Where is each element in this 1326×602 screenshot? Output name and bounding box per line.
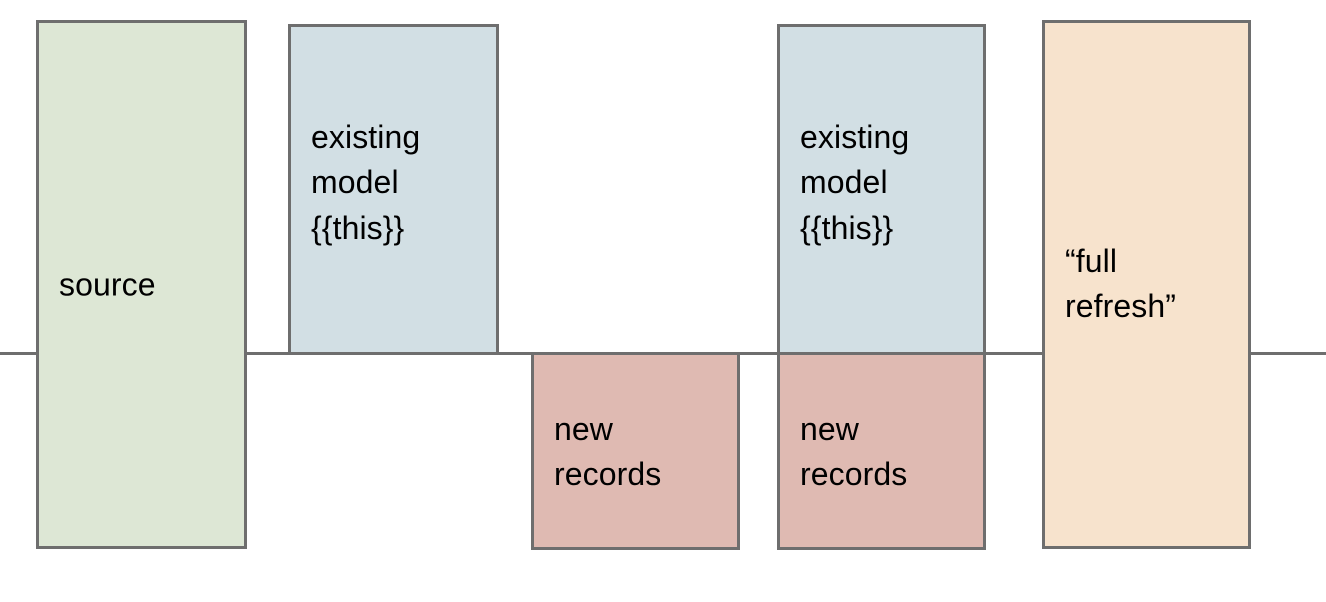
box-full-refresh[interactable]: “full refresh” [1042,20,1251,549]
box-new-records-2-label: new records [800,411,908,493]
box-full-refresh-label: “full refresh” [1065,243,1177,325]
box-existing-model-2[interactable]: existing model {{this}} [777,24,986,355]
box-existing-model-1-label: existing model {{this}} [311,119,421,246]
box-source[interactable]: source [36,20,247,549]
box-source-label: source [59,265,156,302]
box-existing-model-2-label: existing model {{this}} [800,119,910,246]
box-new-records-1-label: new records [554,411,662,493]
box-new-records-1[interactable]: new records [531,352,740,550]
box-existing-model-1[interactable]: existing model {{this}} [288,24,499,355]
box-new-records-2[interactable]: new records [777,352,986,550]
